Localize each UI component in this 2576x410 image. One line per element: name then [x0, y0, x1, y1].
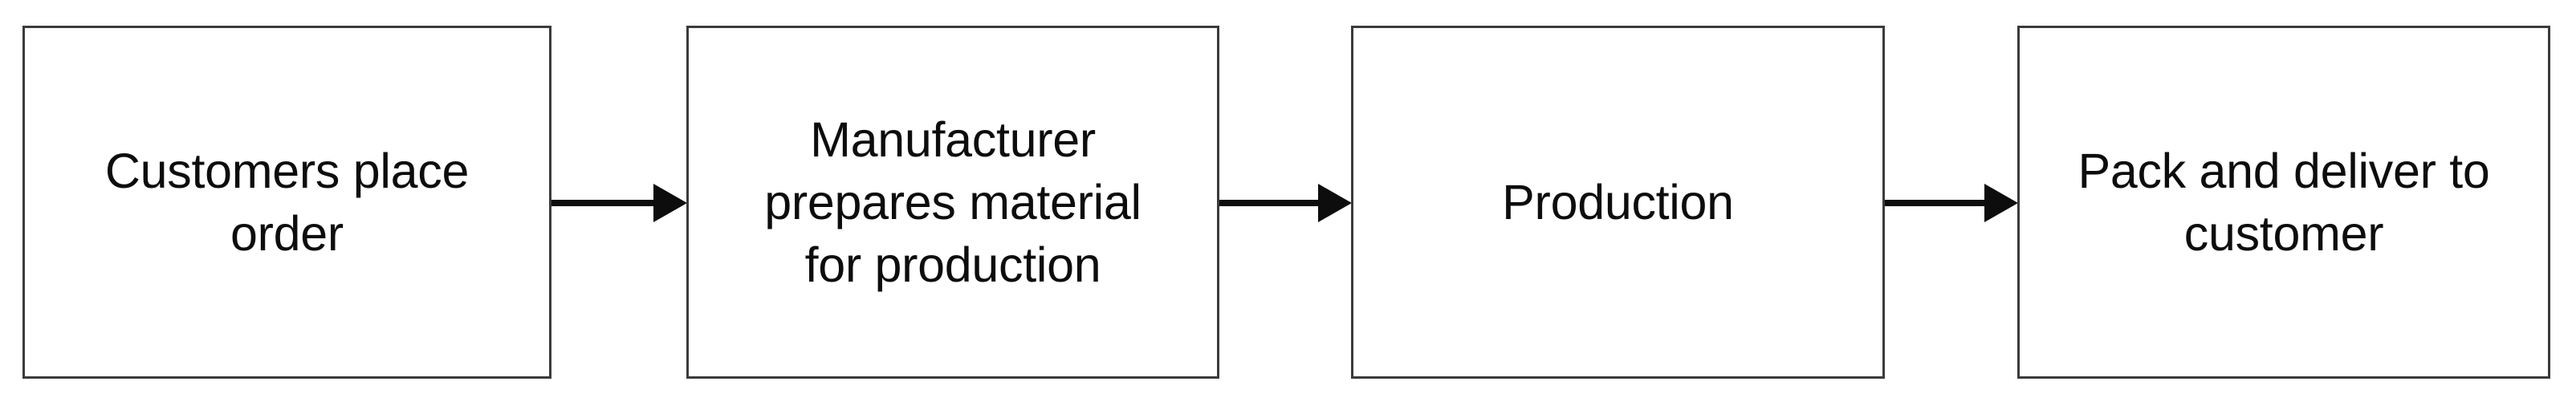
- process-box-label: Production: [1502, 175, 1734, 229]
- arrow-right-icon: [551, 184, 687, 222]
- flow-arrow-3: [1885, 183, 2020, 223]
- flow-arrow-1: [551, 183, 689, 223]
- process-box-pack-and-deliver-to-customer[interactable]: Pack and deliver to customer: [2017, 26, 2550, 379]
- process-box-manufacturer-prepares-material[interactable]: Manufacturer prepares material for produ…: [686, 26, 1219, 379]
- process-box-customers-place-order[interactable]: Customers place order: [22, 26, 551, 379]
- flow-arrow-2: [1219, 183, 1353, 223]
- process-box-label: Manufacturer prepares material for produ…: [764, 112, 1141, 292]
- process-box-label: Customers place order: [104, 144, 470, 261]
- arrow-right-icon: [1219, 184, 1352, 222]
- arrow-right-icon: [1885, 184, 2018, 222]
- process-box-label: Pack and deliver to customer: [2077, 144, 2490, 261]
- process-box-production[interactable]: Production: [1351, 26, 1885, 379]
